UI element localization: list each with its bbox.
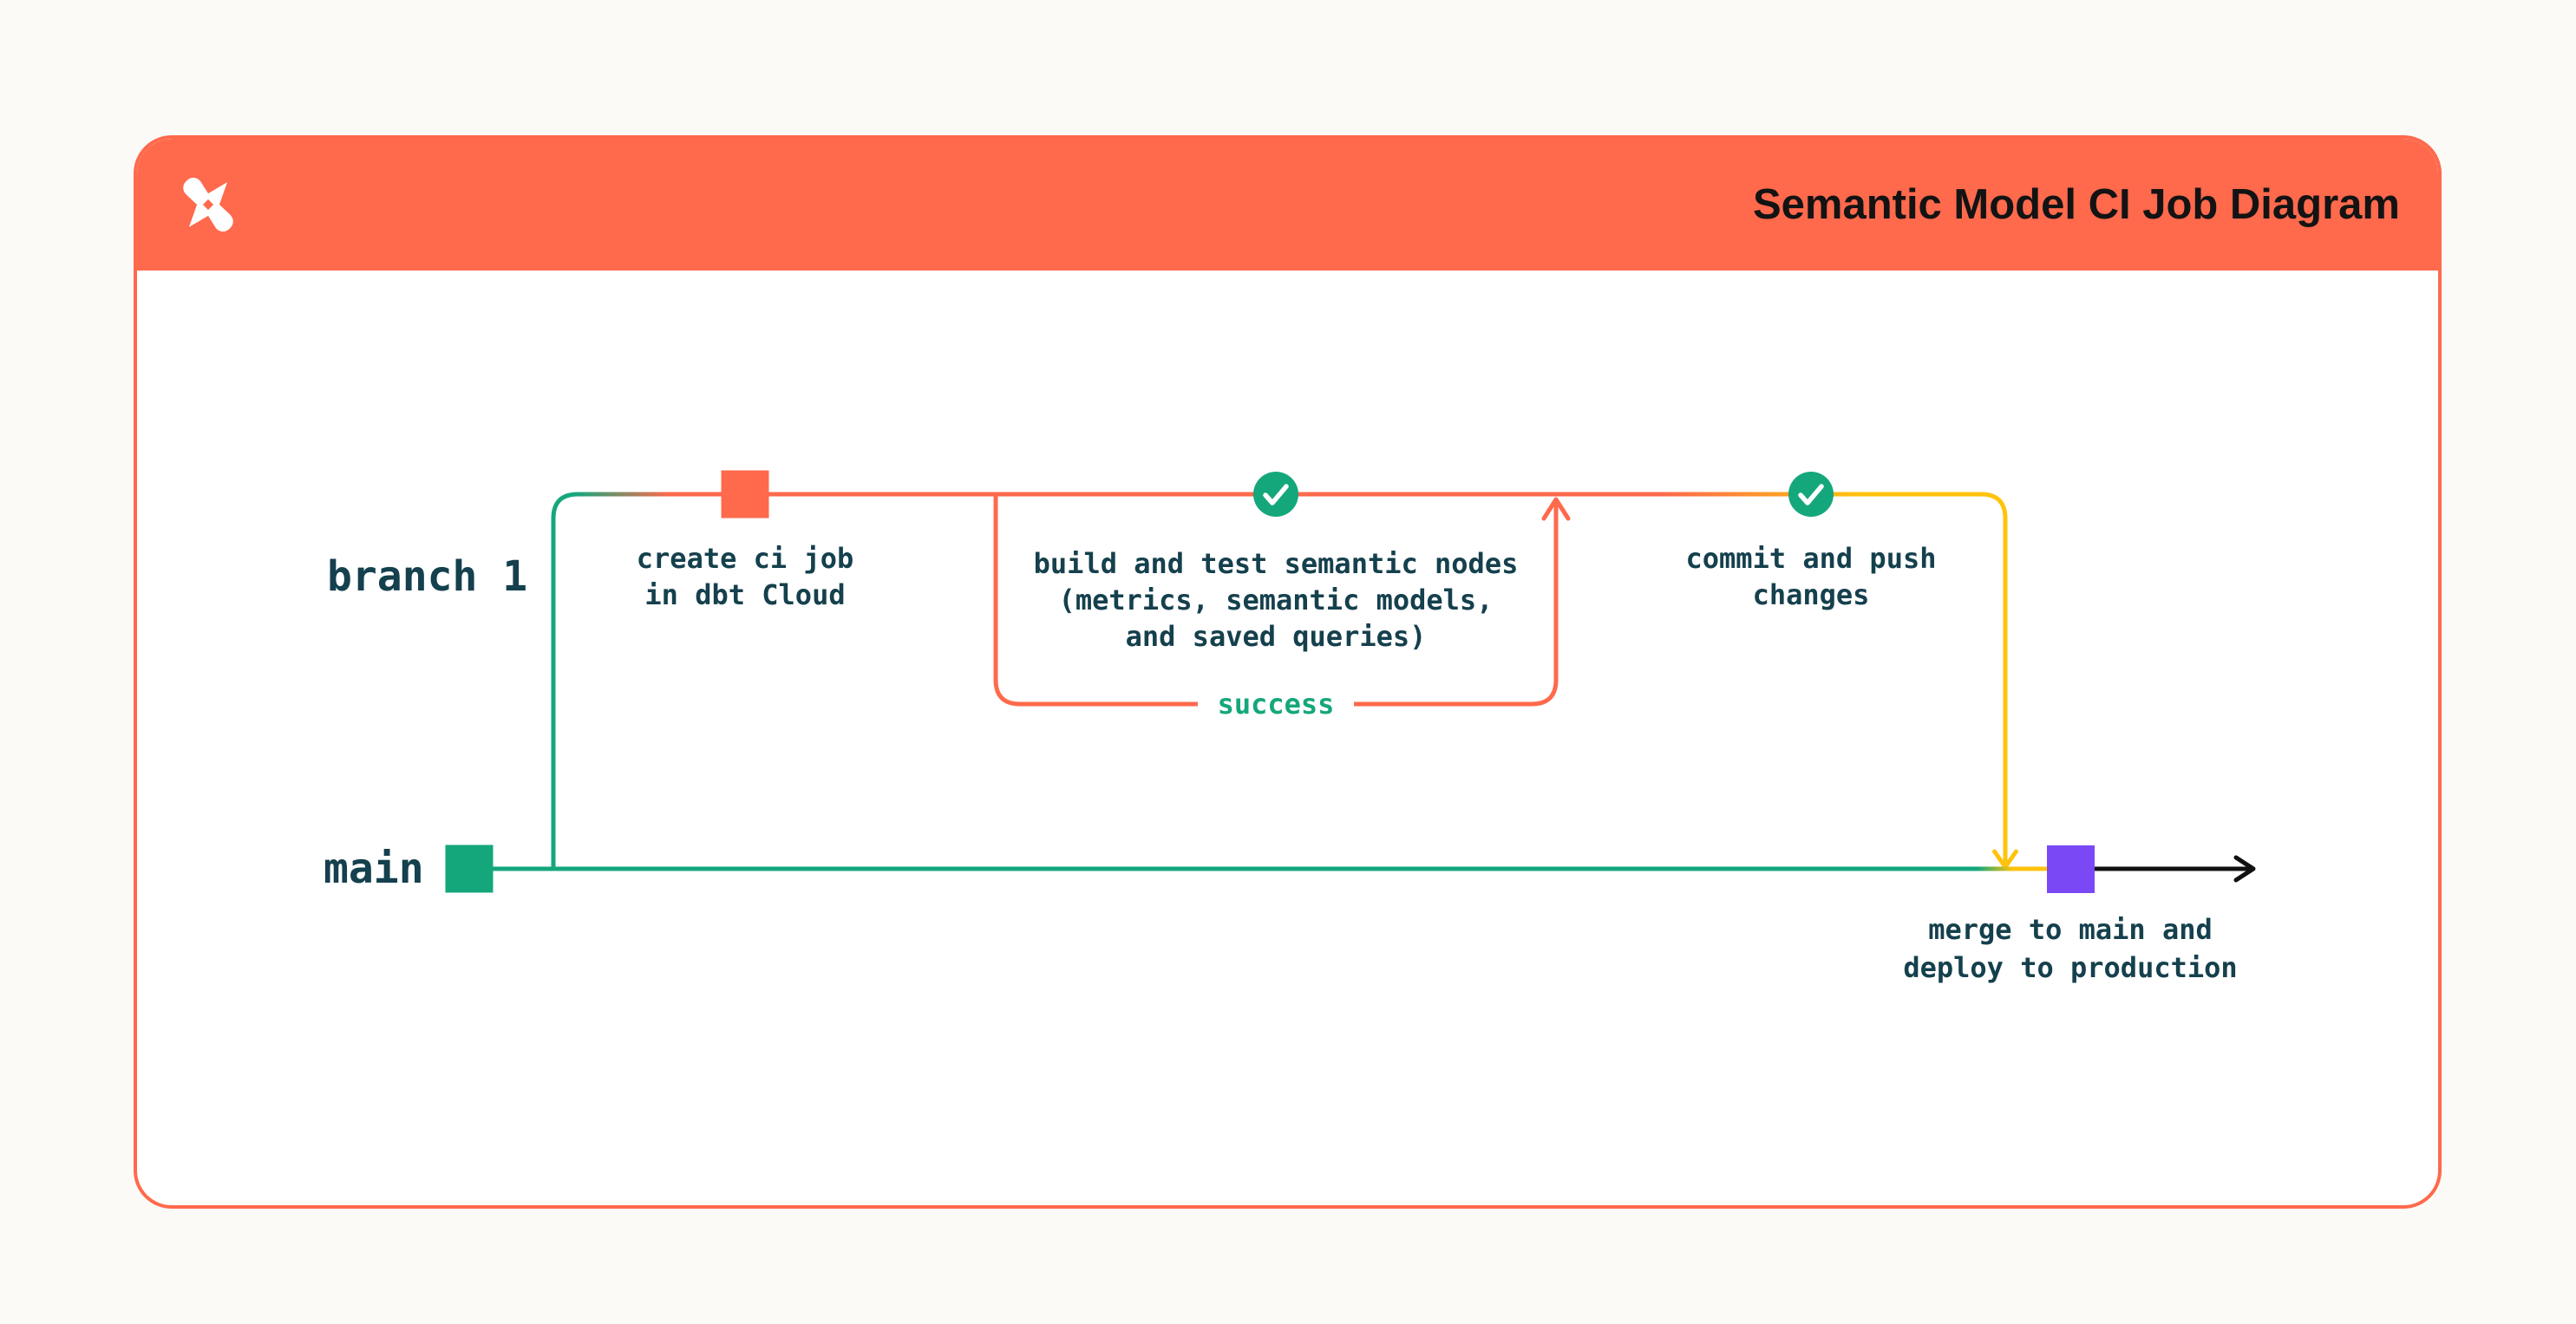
loop-arrow-up-icon — [1541, 497, 1571, 521]
check-icon — [1253, 472, 1298, 517]
card-header: Semantic Model CI Job Diagram — [137, 139, 2438, 271]
loop-label: success — [1218, 688, 1335, 721]
commit-square-main-start — [445, 845, 494, 893]
node-label-build-test-line2: (metrics, semantic models, — [1059, 584, 1494, 616]
node-label-build-test-line3: and saved queries) — [1126, 620, 1427, 653]
main-label: main — [324, 845, 424, 893]
page-title: Semantic Model CI Job Diagram — [1752, 181, 2400, 228]
node-label-commit-push-line2: changes — [1753, 578, 1870, 611]
node-label-merge-line1: merge to main and — [1928, 913, 2213, 946]
commit-square-merge — [2047, 845, 2095, 893]
ci-flow-diagram: success branch 1 main create ci job i — [324, 470, 2256, 984]
node-label-merge-line2: deploy to production — [1903, 951, 2237, 984]
diagram-card: Semantic Model CI Job Diagram — [134, 135, 2442, 1209]
node-label-build-test-line1: build and test semantic nodes — [1034, 547, 1519, 580]
loop-label-gap — [1198, 690, 1354, 718]
node-label-create-ci-line1: create ci job — [637, 542, 853, 575]
commit-square-create-ci — [721, 470, 769, 519]
deploy-arrow-icon — [2233, 855, 2256, 883]
diagram-area: success branch 1 main create ci job i — [137, 271, 2438, 1205]
node-label-commit-push-line1: commit and push — [1686, 542, 1937, 575]
branch-label: branch 1 — [327, 552, 527, 601]
node-label-create-ci-line2: in dbt Cloud — [644, 578, 845, 611]
check-icon — [1788, 472, 1834, 517]
dbt-logo-icon — [183, 177, 233, 232]
